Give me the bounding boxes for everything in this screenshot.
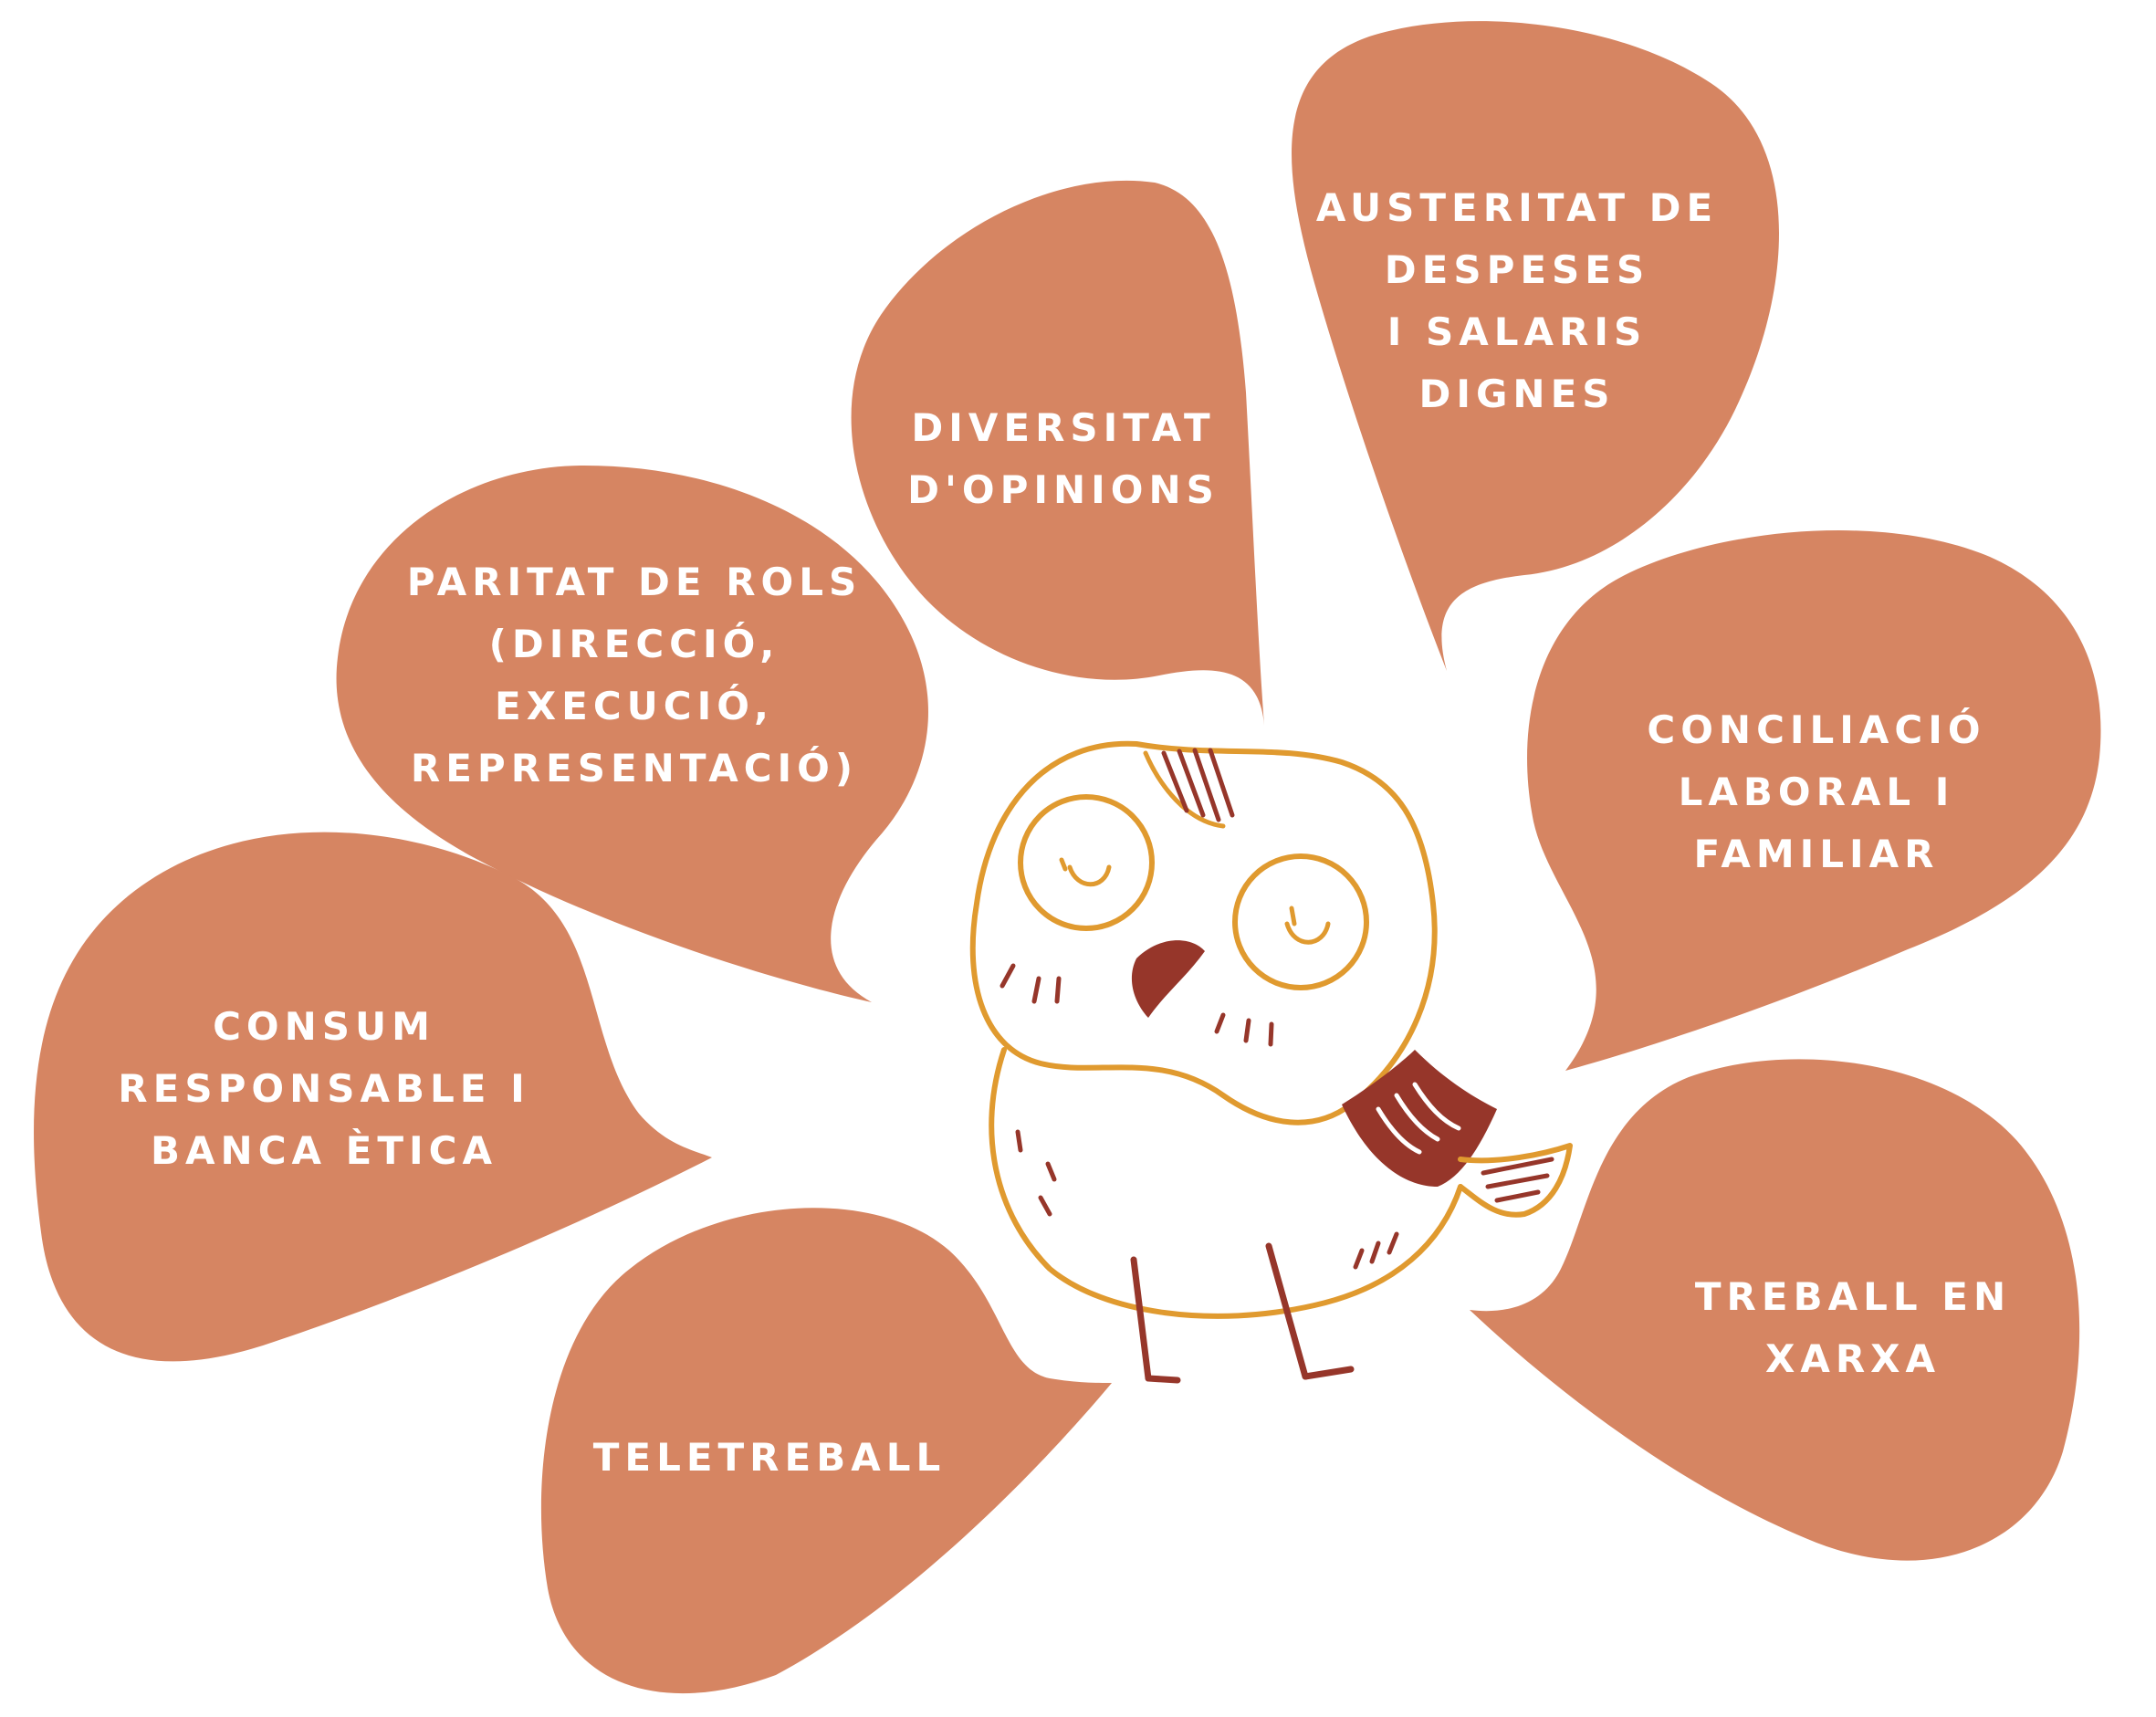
label-consum: Consum responsable i banca ètica bbox=[118, 996, 529, 1182]
label-diversitat: Diversitat d'opinions bbox=[907, 397, 1219, 521]
label-line: i salaris bbox=[1387, 309, 1648, 354]
label-line: representació) bbox=[410, 746, 859, 790]
bubble-paritat bbox=[336, 466, 928, 1002]
label-austeritat: Austeritat de despeses i salaris dignes bbox=[1316, 177, 1718, 425]
label-line: Austeritat de bbox=[1315, 185, 1719, 230]
label-line: execució, bbox=[495, 684, 774, 728]
label-line: banca ètica bbox=[151, 1128, 497, 1173]
bubble-consum bbox=[34, 832, 713, 1362]
label-line: Paritat de rols bbox=[406, 560, 863, 604]
label-paritat: Paritat de rols (direcció, execució, rep… bbox=[407, 551, 863, 800]
label-conciliacio: Conciliació laboral i familiar bbox=[1647, 699, 1985, 885]
label-line: Teletreball bbox=[592, 1435, 947, 1480]
label-line: Treball en bbox=[1694, 1274, 2012, 1319]
bubble-teletreball bbox=[540, 1208, 1112, 1694]
bubble-treball-xarxa bbox=[1470, 1059, 2080, 1561]
label-teletreball: Teletreball bbox=[593, 1427, 947, 1489]
label-treball-xarxa: Treball en xarxa bbox=[1695, 1266, 2011, 1390]
bubble-conciliacio bbox=[1527, 530, 2101, 1071]
label-line: familiar bbox=[1693, 832, 1940, 876]
label-line: responsable i bbox=[118, 1066, 530, 1111]
label-line: (direcció, bbox=[488, 622, 780, 666]
label-line: Diversitat bbox=[911, 405, 1216, 450]
label-line: xarxa bbox=[1764, 1336, 1941, 1381]
label-line: Conciliació bbox=[1647, 707, 1986, 752]
label-line: laboral i bbox=[1678, 770, 1955, 814]
bubble-diversitat bbox=[851, 180, 1264, 726]
label-line: despeses bbox=[1384, 247, 1650, 292]
label-line: d'opinions bbox=[907, 467, 1219, 512]
label-line: Consum bbox=[213, 1004, 435, 1049]
label-line: dignes bbox=[1418, 372, 1616, 416]
bubble-austeritat bbox=[1292, 21, 1780, 671]
owl-icon bbox=[969, 740, 1573, 1384]
